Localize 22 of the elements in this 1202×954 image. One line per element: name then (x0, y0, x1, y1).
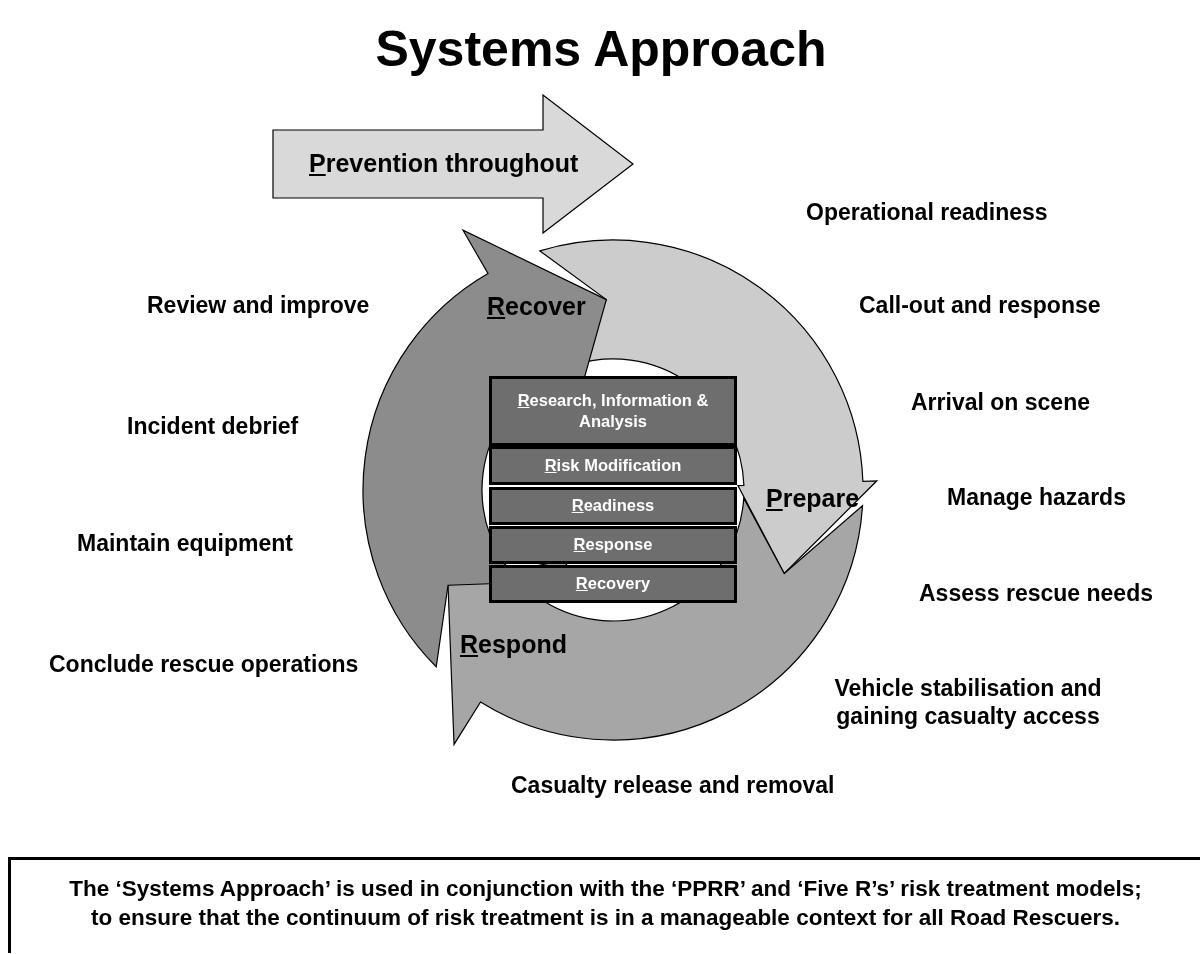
step-label: Conclude rescue operations (49, 650, 359, 678)
stage-label: Recovery (489, 565, 737, 603)
phase-label: Recover (487, 292, 586, 321)
stage-label: Risk Modification (489, 446, 737, 485)
step-label: Operational readiness (806, 198, 1048, 226)
step-label: Manage hazards (947, 483, 1126, 511)
step-label: Call-out and response (859, 291, 1101, 319)
step-label: Arrival on scene (911, 388, 1090, 416)
stage-label: Research, Information & Analysis (489, 376, 737, 446)
step-label: Maintain equipment (77, 529, 293, 557)
step-label: Review and improve (147, 291, 370, 319)
step-label: Vehicle stabilisation and gaining casualty access (833, 674, 1103, 730)
phase-label: Prepare (766, 484, 860, 513)
stage-label: Response (489, 526, 737, 564)
step-label: Assess rescue needs (919, 579, 1153, 607)
stage-label: Readiness (489, 487, 737, 525)
note-panel: The ‘Systems Approach’ is used in conjunction with the ‘PPRR’ and ‘Five R’s’ risk treatment models; to ensure that the continuum of risk treatment is in a manageable context for all Road Rescuers. (8, 857, 1200, 953)
step-label: Casualty release and removal (511, 771, 835, 799)
step-label: Incident debrief (127, 412, 299, 440)
title: Systems Approach (374, 20, 828, 78)
arrow-label: Prevention throughout (309, 149, 579, 178)
phase-label: Respond (460, 630, 567, 659)
